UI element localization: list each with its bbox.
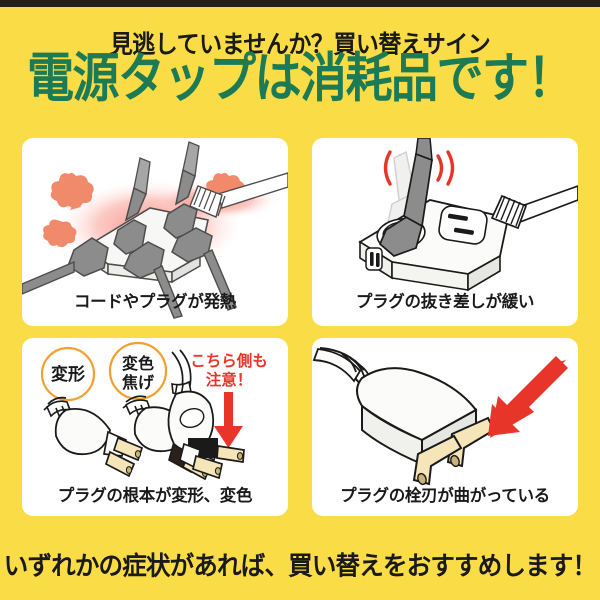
footer-text: いずれかの症状があれば、買い替えをおすすめします！ [3, 549, 597, 581]
top-divider-bar [0, 0, 600, 7]
panel-bent-blades-caption: プラグの栓刃が曲がっている [340, 486, 550, 505]
plug-side-entry [167, 349, 245, 480]
panel-overheat-caption: コードやプラグが発熱 [73, 292, 236, 311]
warning-text-line1: こちら側も [190, 351, 268, 370]
warning-text-line2: 注意！ [206, 370, 253, 389]
three-plugs-deformed-discolored-illustration: 変形 変色 焦げ こちら側も 注意！ [40, 341, 268, 481]
callout-text-discolor-1: 変色 [122, 354, 154, 373]
footer: いずれかの症状があれば、買い替えをおすすめします！ [0, 528, 600, 600]
header: 見逃していませんか？買い替えサイン 電源タップは消耗品です！ [0, 7, 600, 125]
plug-deformed [43, 396, 144, 478]
header-subtitle: 見逃していませんか？買い替えサイン [109, 31, 491, 59]
panel-deformed-base-caption: プラグの根本が変形、変色 [57, 486, 253, 505]
callout-circle-deform [40, 346, 96, 402]
plug-blade-bent [412, 416, 496, 486]
plug-bent-blades-illustration [312, 347, 568, 486]
panel-loose-plug-caption: プラグの抜き差しが緩い [355, 292, 535, 311]
panel-loose-plug: プラグの抜き差しが緩い [312, 138, 578, 326]
socket-slot-icon [447, 213, 474, 235]
callout-circle-discolor [108, 341, 168, 401]
panel-overheat: コードやプラグが発熱 [22, 138, 288, 326]
power-strip-overheating-illustration [22, 141, 288, 319]
callout-text-deform: 変形 [51, 364, 85, 385]
panel-bent-blades: プラグの栓刃が曲がっている [312, 338, 578, 516]
panel-deformed-base: 変形 変色 焦げ こちら側も 注意！ [22, 338, 288, 516]
power-strip-loose-plug-illustration [358, 138, 578, 292]
page-title: 電源タップは消耗品です！ [27, 47, 575, 110]
red-big-arrow-icon [488, 356, 568, 438]
red-down-arrow-icon [214, 392, 243, 448]
callout-text-discolor-2: 焦げ [121, 373, 155, 392]
